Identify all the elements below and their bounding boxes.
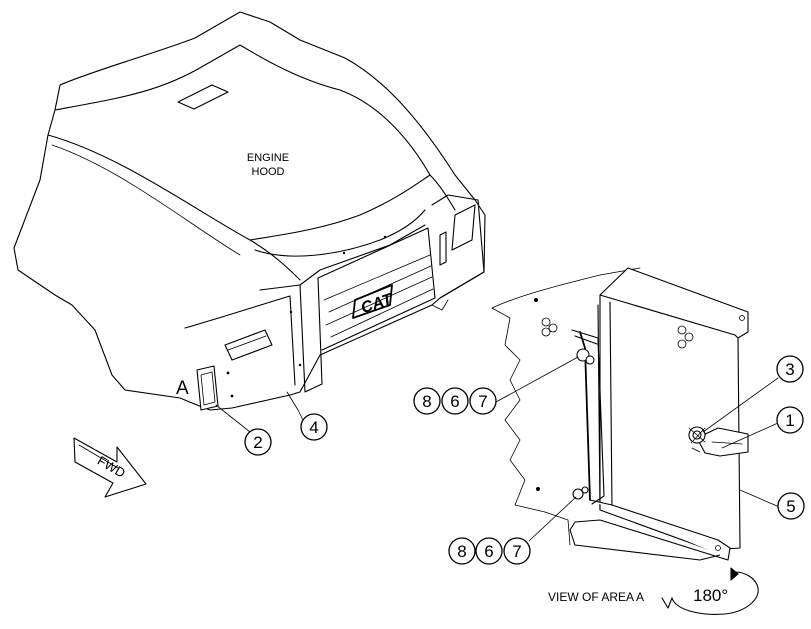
svg-text:6: 6 — [484, 542, 493, 561]
callout-3: 3 — [776, 355, 804, 383]
svg-text:8: 8 — [457, 542, 466, 561]
svg-text:3: 3 — [785, 360, 794, 379]
svg-text:6: 6 — [450, 392, 459, 411]
leader-bottom-group — [528, 496, 577, 542]
rotation-180-indicator: 180° — [661, 567, 759, 615]
engine-hood-label-line2: HOOD — [252, 166, 285, 178]
svg-text:2: 2 — [253, 433, 262, 452]
svg-text:7: 7 — [512, 542, 521, 561]
leader-1 — [721, 422, 779, 449]
callout-1: 1 — [776, 406, 804, 434]
svg-text:1: 1 — [785, 411, 794, 430]
callout-4: 4 — [300, 413, 328, 441]
leader-2 — [215, 404, 251, 433]
leader-top-group — [495, 356, 579, 403]
engine-hood-label-line1: ENGINE — [247, 152, 289, 164]
callout-group-bottom: 8 6 7 — [448, 537, 531, 565]
area-a-marker: A — [176, 378, 189, 399]
bracket-detail — [491, 267, 749, 561]
callout-5: 5 — [777, 492, 805, 520]
callout-group-top: 8 6 7 — [413, 387, 497, 415]
fwd-arrow: FWD — [73, 437, 147, 498]
svg-text:4: 4 — [309, 418, 318, 437]
leader-3 — [702, 377, 779, 433]
view-caption: VIEW OF AREA A — [548, 590, 644, 604]
svg-text:7: 7 — [478, 392, 487, 411]
svg-text:5: 5 — [786, 497, 795, 516]
svg-text:8: 8 — [422, 392, 431, 411]
rotation-label: 180° — [693, 586, 728, 605]
engine-hood: CAT ENGINE HOOD A — [13, 11, 486, 421]
callout-2: 2 — [244, 428, 272, 456]
leader-5 — [739, 489, 778, 507]
